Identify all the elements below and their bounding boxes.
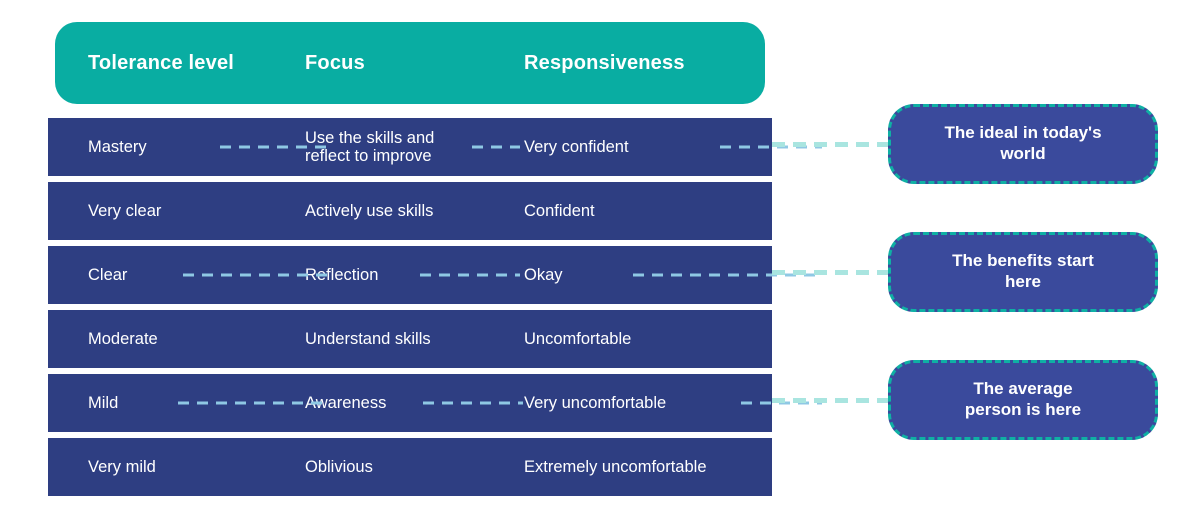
- dashed-link-icon: [183, 273, 331, 277]
- column-header-responsiveness: Responsiveness: [524, 51, 685, 74]
- dashed-link-icon: [423, 401, 523, 405]
- cell-tolerance: Very mild: [88, 457, 156, 476]
- dashed-link-icon: [420, 273, 520, 277]
- cell-tolerance: Very clear: [88, 201, 162, 220]
- cell-focus: Use the skills and reflect to improve: [305, 128, 435, 165]
- cell-responsiveness: Very uncomfortable: [524, 393, 667, 412]
- cell-responsiveness: Confident: [524, 201, 595, 220]
- cell-focus: Actively use skills: [305, 201, 434, 220]
- dashed-link-icon: [633, 273, 822, 277]
- cell-responsiveness: Uncomfortable: [524, 329, 632, 348]
- table-row[interactable]: Mild Awareness Very uncomfortable: [48, 374, 822, 432]
- cell-responsiveness: Extremely uncomfortable: [524, 457, 707, 476]
- table-row[interactable]: Mastery Use the skills and reflect to im…: [48, 118, 822, 176]
- table-row[interactable]: Very clear Actively use skills Confident: [48, 182, 772, 240]
- callout-ideal-in-todays-world[interactable]: The ideal in today's world: [888, 104, 1158, 184]
- dashed-link-icon: [178, 401, 328, 405]
- dashed-link-icon: [741, 401, 822, 405]
- callout-benefits-start-here[interactable]: The benefits start here: [888, 232, 1158, 312]
- column-header-tolerance: Tolerance level: [88, 51, 235, 74]
- dashed-link-icon: [220, 145, 328, 149]
- cell-tolerance: Clear: [88, 265, 128, 284]
- callout-label: The average person is here: [964, 379, 1082, 419]
- table-row[interactable]: Very mild Oblivious Extremely uncomforta…: [48, 438, 772, 496]
- table-row[interactable]: Clear Reflection Okay: [48, 246, 822, 304]
- cell-tolerance: Moderate: [88, 329, 158, 348]
- connector-line-to-callout-3: [772, 398, 890, 403]
- callout-label: The ideal in today's world: [944, 123, 1102, 163]
- table-row[interactable]: Moderate Understand skills Uncomfortable: [48, 310, 772, 368]
- connector-line-to-callout-1: [772, 142, 890, 147]
- cell-focus: Oblivious: [305, 457, 373, 476]
- column-header-focus: Focus: [305, 51, 365, 74]
- callout-average-person-is-here[interactable]: The average person is here: [888, 360, 1158, 440]
- dashed-link-icon: [720, 145, 822, 149]
- connector-line-to-callout-2: [772, 270, 890, 275]
- cell-focus: Understand skills: [305, 329, 431, 348]
- table-header-row: Tolerance level Focus Responsiveness: [55, 22, 765, 104]
- cell-tolerance: Mild: [88, 393, 119, 412]
- cell-responsiveness: Okay: [524, 265, 563, 284]
- dashed-link-icon: [472, 145, 520, 149]
- cell-tolerance: Mastery: [88, 137, 147, 156]
- cell-focus: Reflection: [305, 265, 379, 284]
- table-body: Mastery Use the skills and reflect to im…: [48, 118, 822, 502]
- callout-label: The benefits start here: [952, 251, 1094, 291]
- cell-focus: Awareness: [305, 393, 387, 412]
- cell-responsiveness: Very confident: [524, 137, 629, 156]
